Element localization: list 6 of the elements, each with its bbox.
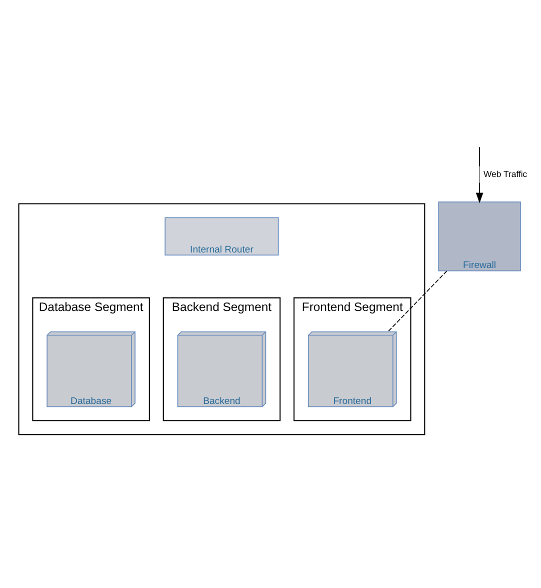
connector bbox=[387, 270, 448, 332]
cluster bbox=[18, 203, 426, 436]
arrow bbox=[476, 146, 484, 204]
node-box: Internal Router bbox=[164, 217, 279, 256]
edge-label: Web Traffic bbox=[483, 169, 528, 180]
node-box: Firewall bbox=[438, 202, 521, 272]
